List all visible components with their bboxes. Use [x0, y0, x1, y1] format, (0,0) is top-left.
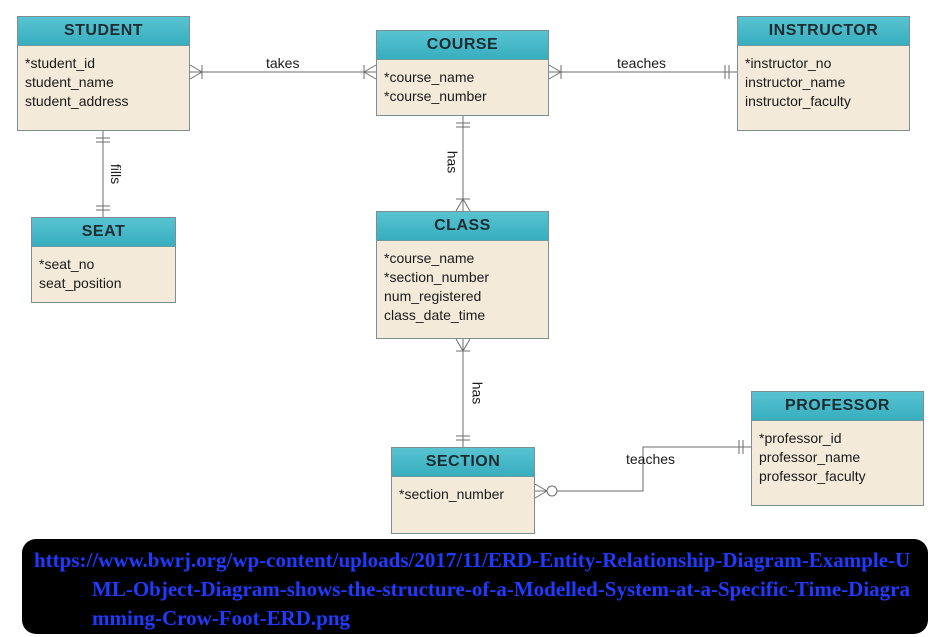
- attribute: student_name: [25, 74, 114, 90]
- entity-section[interactable]: SECTION *section_number: [391, 447, 535, 534]
- entity-title: STUDENT: [18, 17, 189, 46]
- entity-course[interactable]: COURSE *course_name *course_number: [376, 30, 549, 116]
- crows-foot-student-end: [189, 64, 203, 80]
- crows-foot-class-end-bottom: [455, 338, 471, 352]
- crows-foot-course-end-takes: [363, 64, 377, 80]
- attribute: instructor_name: [745, 74, 846, 90]
- one-mark-instructor-end: [724, 65, 730, 79]
- attribute-list: *course_name *course_number: [377, 60, 548, 106]
- attribute: seat_position: [39, 275, 122, 291]
- teaches-section-connector: [535, 446, 751, 492]
- attribute: *course_number: [384, 88, 487, 104]
- entity-class[interactable]: CLASS *course_name *section_number num_r…: [376, 211, 549, 339]
- relationship-label-has-course-class: has: [444, 150, 461, 174]
- one-mark-course-end: [456, 122, 470, 128]
- crows-foot-course-end-teaches: [548, 64, 562, 80]
- attribute: instructor_faculty: [745, 93, 851, 109]
- attribute: *course_name: [384, 69, 475, 85]
- source-url-text: https://www.bwrj.org/wp-content/uploads/…: [34, 548, 911, 630]
- entity-title: CLASS: [377, 212, 548, 241]
- attribute: *student_id: [25, 55, 96, 71]
- attribute: student_address: [25, 93, 129, 109]
- crows-foot-zero-many-section-end: [534, 483, 558, 499]
- attribute-list: *professor_id professor_name professor_f…: [752, 421, 923, 486]
- relationship-label-has-class-section: has: [469, 381, 486, 405]
- relationship-label-takes: takes: [266, 55, 300, 71]
- attribute: *seat_no: [39, 256, 95, 272]
- one-mark-seat-end: [96, 205, 110, 211]
- attribute-list: *instructor_no instructor_name instructo…: [738, 46, 909, 111]
- attribute: *course_name: [384, 250, 475, 266]
- attribute: *instructor_no: [745, 55, 832, 71]
- relationship-label-teaches-section: teaches: [626, 451, 676, 467]
- attribute: *section_number: [399, 486, 505, 502]
- attribute-list: *course_name *section_number num_registe…: [377, 241, 548, 325]
- entity-professor[interactable]: PROFESSOR *professor_id professor_name p…: [751, 391, 924, 506]
- attribute-list: *section_number: [392, 477, 534, 504]
- attribute-list: *seat_no seat_position: [32, 247, 175, 293]
- entity-title: INSTRUCTOR: [738, 17, 909, 46]
- one-mark-student-end: [96, 137, 110, 143]
- entity-title: SECTION: [392, 448, 534, 477]
- entity-title: COURSE: [377, 31, 548, 60]
- entity-title: PROFESSOR: [752, 392, 923, 421]
- attribute: *section_number: [384, 269, 490, 285]
- entity-seat[interactable]: SEAT *seat_no seat_position: [31, 217, 176, 303]
- entity-instructor[interactable]: INSTRUCTOR *instructor_no instructor_nam…: [737, 16, 910, 131]
- crows-foot-class-end: [455, 198, 471, 212]
- attribute: professor_faculty: [759, 468, 866, 484]
- relationship-label-teaches-course: teaches: [617, 55, 667, 71]
- attribute: class_date_time: [384, 307, 486, 323]
- attribute: *professor_id: [759, 430, 842, 446]
- relationship-label-fills: fills: [108, 163, 125, 185]
- one-mark-professor-end: [738, 440, 744, 454]
- entity-student[interactable]: STUDENT *student_id student_name student…: [17, 16, 190, 131]
- attribute-list: *student_id student_name student_address: [18, 46, 189, 111]
- entity-title: SEAT: [32, 218, 175, 247]
- attribute: num_registered: [384, 288, 482, 304]
- attribute: professor_name: [759, 449, 861, 465]
- source-url-banner: https://www.bwrj.org/wp-content/uploads/…: [22, 539, 928, 634]
- one-mark-section-end: [456, 435, 470, 441]
